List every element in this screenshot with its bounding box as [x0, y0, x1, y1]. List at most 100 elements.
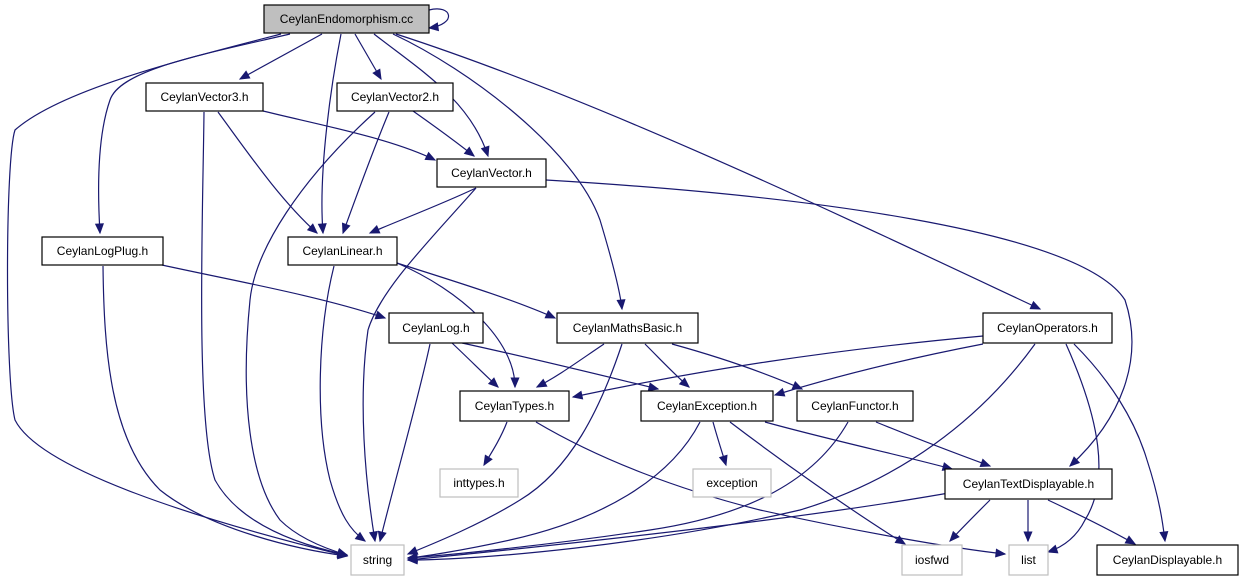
edge-arrowhead	[1124, 535, 1137, 545]
node-label: CeylanVector3.h	[160, 90, 248, 104]
edge-exception-to-textdisp	[764, 421, 954, 471]
edge-arrowhead	[773, 387, 786, 397]
edge-root-to-string	[6, 33, 349, 559]
edge-arrowhead	[510, 377, 520, 389]
node-label: CeylanException.h	[657, 399, 757, 413]
edge-line	[245, 111, 376, 556]
edge-arrowhead	[368, 530, 378, 543]
edge-arrowhead	[1046, 544, 1059, 554]
node-string: string	[350, 544, 405, 576]
node-box	[388, 312, 484, 344]
edge-arrowhead	[544, 309, 557, 319]
edge-arrowhead	[1023, 531, 1033, 543]
node-box	[287, 236, 398, 266]
node-box	[41, 236, 164, 266]
edge-arrowhead	[306, 223, 318, 234]
node-maths[interactable]: CeylanMathsBasic.h	[556, 312, 699, 344]
edge-textdisp-to-displayable	[1047, 499, 1137, 545]
edge-line	[572, 335, 984, 398]
edge-maths-to-types	[535, 343, 605, 388]
node-box	[439, 468, 519, 498]
edge-line	[262, 110, 436, 161]
edge-line	[407, 421, 701, 559]
edge-arrowhead	[406, 546, 419, 555]
edge-root-to-vec3	[238, 33, 323, 80]
edge-log-to-string	[377, 343, 431, 543]
edge-line	[764, 421, 953, 470]
node-functor[interactable]: CeylanFunctor.h	[796, 390, 914, 422]
edge-root-to-logplug	[94, 33, 291, 235]
edge-arrowhead	[894, 535, 907, 545]
edge-vec2-to-string	[245, 111, 376, 557]
edge-arrowhead	[341, 222, 351, 235]
node-vec2[interactable]: CeylanVector2.h	[336, 82, 454, 112]
edge-line	[6, 33, 348, 557]
edge-arrowhead	[372, 68, 382, 81]
node-box	[640, 390, 774, 422]
node-types[interactable]: CeylanTypes.h	[459, 390, 570, 422]
edge-line	[428, 8, 450, 29]
edge-line	[239, 33, 323, 80]
node-box	[436, 158, 547, 188]
node-linear[interactable]: CeylanLinear.h	[287, 236, 398, 266]
node-vec3[interactable]: CeylanVector3.h	[145, 82, 264, 112]
edge-line	[407, 490, 961, 561]
edge-line	[369, 187, 477, 234]
edge-vec3-to-vec	[262, 110, 437, 161]
edge-line	[1047, 343, 1100, 553]
edge-line	[97, 33, 291, 234]
edge-operators-to-exception	[773, 343, 984, 397]
edge-root-to-linear	[317, 33, 342, 235]
edge-arrowhead	[678, 377, 690, 388]
edge-arrowhead	[483, 454, 493, 467]
edge-line	[875, 421, 991, 467]
node-log[interactable]: CeylanLog.h	[388, 312, 484, 344]
edge-arrowhead	[995, 548, 1007, 558]
edge-log-to-types	[451, 342, 499, 388]
node-box	[796, 390, 914, 422]
node-root[interactable]: CeylanEndomorphism.cc	[263, 4, 430, 34]
edge-line	[395, 33, 1041, 310]
node-box	[901, 544, 963, 576]
node-textdisp[interactable]: CeylanTextDisplayable.h	[944, 468, 1113, 500]
edge-line	[396, 262, 556, 319]
node-box	[1008, 544, 1049, 576]
edge-line	[407, 343, 1036, 561]
edge-vec3-to-string	[200, 111, 349, 558]
edge-arrowhead	[571, 390, 584, 400]
edge-arrowhead	[354, 531, 367, 542]
node-label: CeylanEndomorphism.cc	[280, 12, 413, 26]
edge-exception-to-exc_std	[712, 421, 728, 467]
edge-arrowhead	[1069, 456, 1081, 467]
edge-line	[407, 343, 623, 555]
edge-linear-to-maths	[396, 262, 557, 319]
edge-arrowhead	[463, 146, 476, 157]
edge-arrowhead	[317, 223, 327, 235]
node-label: inttypes.h	[453, 476, 504, 490]
node-vec[interactable]: CeylanVector.h	[436, 158, 547, 188]
node-logplug[interactable]: CeylanLogPlug.h	[41, 236, 164, 266]
edge-textdisp-to-string	[406, 490, 961, 564]
node-operators[interactable]: CeylanOperators.h	[982, 312, 1113, 344]
edge-root-to-root	[427, 8, 450, 32]
edge-operators-to-types	[571, 335, 984, 400]
node-displayable[interactable]: CeylanDisplayable.h	[1096, 544, 1239, 576]
edge-line	[102, 265, 348, 557]
edge-line	[412, 110, 475, 157]
edge-root-to-vec2	[354, 33, 382, 81]
edge-vec-to-textdisp	[545, 179, 1133, 467]
node-label: CeylanLinear.h	[302, 244, 382, 258]
edge-line	[671, 343, 803, 390]
node-label: CeylanOperators.h	[997, 321, 1098, 335]
edge-line	[161, 264, 386, 319]
edge-arrowhead	[406, 554, 418, 564]
edge-arrowhead	[1029, 300, 1042, 310]
edge-line	[342, 111, 390, 234]
node-exception[interactable]: CeylanException.h	[640, 390, 774, 422]
edge-line	[392, 33, 623, 310]
node-label: CeylanTypes.h	[475, 399, 554, 413]
edge-arrowhead	[949, 530, 960, 542]
edge-linear-to-string	[319, 265, 367, 542]
edge-vec-to-linear	[368, 187, 477, 234]
